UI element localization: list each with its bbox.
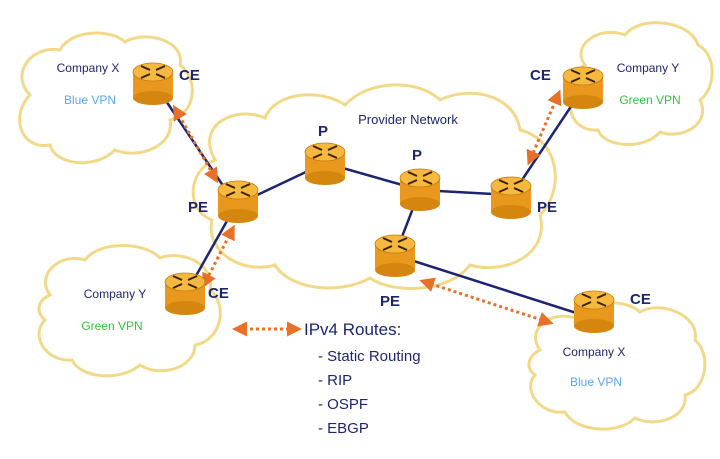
router-icon-pe-bottom — [374, 234, 416, 278]
route-arrow-br — [419, 277, 554, 327]
router-icon-pe-right — [490, 176, 532, 220]
label-p-left: P — [318, 123, 328, 140]
site-vpn-tr: Green VPN — [619, 93, 680, 107]
router-icon-p-right — [399, 168, 441, 212]
router-icon-pe-left — [217, 180, 259, 224]
site-company-bl: Company Y — [84, 287, 146, 301]
label-ce-tr: CE — [530, 67, 551, 84]
site-vpn-br: Blue VPN — [570, 375, 622, 389]
router-icon-ce-br — [573, 290, 615, 334]
site-cloud-bottom-right — [527, 301, 707, 431]
legend-item: - RIP — [318, 372, 352, 389]
site-company-br: Company X — [563, 345, 626, 359]
legend-item: - EBGP — [318, 420, 369, 437]
label-pe-right: PE — [537, 199, 557, 216]
legend-title: IPv4 Routes: — [304, 320, 401, 339]
legend-item: - OSPF — [318, 396, 368, 413]
route-arrow-bl — [202, 224, 235, 289]
site-vpn-tl: Blue VPN — [64, 93, 116, 107]
label-ce-tl: CE — [179, 67, 200, 84]
label-pe-left: PE — [188, 199, 208, 216]
legend-item: - Static Routing — [318, 348, 421, 365]
router-icon-ce-bl — [164, 272, 206, 316]
site-company-tl: Company X — [57, 61, 120, 75]
router-icon-ce-tr — [562, 66, 604, 110]
label-pe-bottom: PE — [380, 293, 400, 310]
site-company-tr: Company Y — [617, 61, 679, 75]
route-legend: IPv4 Routes: - Static Routing - RIP - OS… — [304, 320, 421, 437]
route-arrows — [173, 89, 562, 337]
router-icon-p-left — [304, 142, 346, 186]
label-p-right: P — [412, 147, 422, 164]
label-ce-br: CE — [630, 291, 651, 308]
route-arrow-tl — [173, 104, 218, 184]
router-icon-ce-tl — [132, 62, 174, 106]
provider-network-label: Provider Network — [358, 112, 458, 127]
label-ce-bl: CE — [208, 285, 229, 302]
provider-network-cloud — [191, 83, 557, 290]
site-vpn-bl: Green VPN — [81, 319, 142, 333]
